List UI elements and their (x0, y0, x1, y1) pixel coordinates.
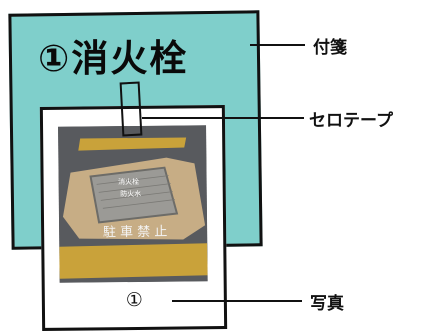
leader-line-tape (142, 117, 304, 119)
sign-mid: 防火水 (120, 189, 141, 198)
leader-line-sticky (250, 44, 305, 46)
yellow-line-top (78, 137, 187, 151)
label-sticky: 付箋 (313, 38, 347, 58)
label-photo: 写真 (310, 294, 344, 314)
yellow-line-bottom (59, 243, 208, 279)
sticky-note-text: ①消火栓 (38, 37, 189, 80)
photo-frame: 消火栓 防火水 駐 車 禁 止 ① (39, 105, 228, 331)
label-tape: セロテープ (309, 111, 393, 131)
hydrant-photo-illustration: 消火栓 防火水 駐 車 禁 止 (58, 125, 208, 283)
leader-line-photo (172, 300, 302, 302)
sign-top: 消火栓 (118, 177, 139, 186)
road-text: 駐 車 禁 止 (103, 225, 168, 241)
hydrant-cover (89, 166, 179, 224)
tape (119, 81, 143, 137)
hydrant-photo: 消火栓 防火水 駐 車 禁 止 (58, 125, 208, 283)
